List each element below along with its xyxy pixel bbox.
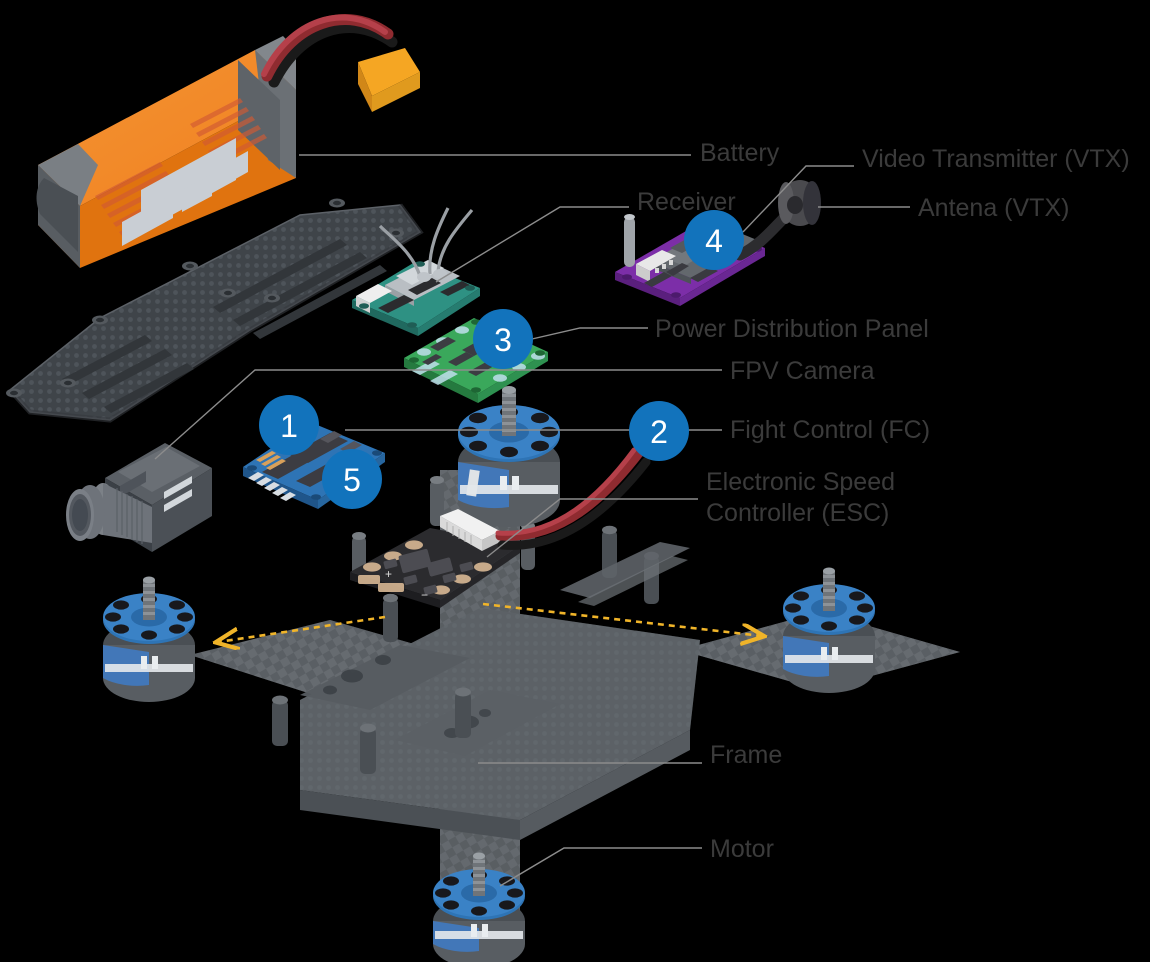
label-vtx: Video Transmitter (VTX) <box>862 145 1130 173</box>
badge-2[interactable]: 2 <box>629 401 689 461</box>
component-top-plate[interactable] <box>6 198 424 423</box>
badge-1[interactable]: 1 <box>259 395 319 455</box>
leader-esc <box>486 498 698 558</box>
label-esc-line1: Electronic Speed <box>706 468 895 496</box>
svg-text:−: − <box>421 588 428 602</box>
component-motor-right[interactable] <box>783 567 875 694</box>
expand-arrows <box>218 602 762 642</box>
leader-fpv-camera <box>154 369 722 460</box>
badge-2-number: 2 <box>650 414 668 450</box>
badge-3-number: 3 <box>494 322 512 358</box>
label-motor: Motor <box>710 835 774 863</box>
badge-5-number: 5 <box>343 462 361 498</box>
leader-motor <box>499 847 702 887</box>
label-battery: Battery <box>700 139 780 167</box>
label-esc-line2: Controller (ESC) <box>706 499 889 527</box>
component-esc[interactable]: + − <box>350 418 676 608</box>
component-fpv-camera[interactable] <box>66 443 212 552</box>
badge-4-number: 4 <box>705 223 723 259</box>
component-frame[interactable] <box>190 470 960 930</box>
arrow-right <box>482 602 762 636</box>
label-fc: Fight Control (FC) <box>730 416 930 444</box>
badge-3[interactable]: 3 <box>473 309 533 369</box>
label-antenna: Antena (VTX) <box>918 194 1069 222</box>
leader-vtx <box>742 165 854 233</box>
leader-lines <box>154 154 910 887</box>
label-frame: Frame <box>710 741 782 769</box>
labels-group: Battery Video Transmitter (VTX) Receiver… <box>637 139 1130 863</box>
badge-5[interactable]: 5 <box>322 449 382 509</box>
label-pdb: Power Distribution Panel <box>655 315 929 343</box>
component-battery[interactable] <box>36 14 420 268</box>
component-motor-front[interactable] <box>458 386 560 527</box>
label-fpv-camera: FPV Camera <box>730 357 875 385</box>
leader-receiver <box>435 206 629 283</box>
badge-4[interactable]: 4 <box>684 210 744 270</box>
component-receiver[interactable] <box>352 207 480 336</box>
badges-group: 1 5 2 3 4 <box>259 210 744 509</box>
badge-1-number: 1 <box>280 408 298 444</box>
component-motor-left[interactable] <box>103 576 195 703</box>
svg-text:+: + <box>385 567 392 581</box>
leader-pdb <box>518 327 648 343</box>
